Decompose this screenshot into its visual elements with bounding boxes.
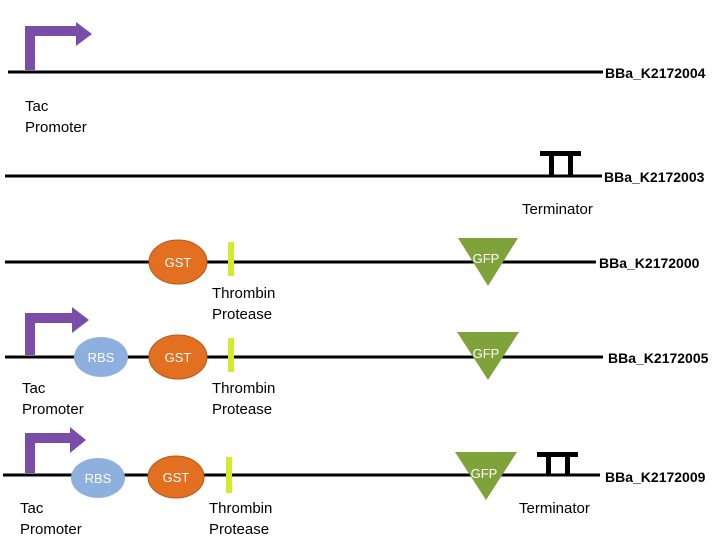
promoter-label-line1: Tac [22,380,46,397]
thrombin-site-icon [226,457,232,493]
gfp-label: GFP [471,466,498,481]
promoter-arrow-icon [25,313,72,355]
promoter-label-line2: Promoter [20,521,82,538]
gst-label: GST [163,470,190,485]
promoter-arrowhead-icon [76,22,92,46]
gfp-label: GFP [473,346,500,361]
promoter-label-line2: Promoter [22,401,84,418]
rbs-ellipse-icon [71,458,125,498]
thrombin-label-line2: Protease [212,401,272,418]
terminator-label: Terminator [519,500,590,517]
thrombin-site-icon [228,242,234,276]
gfp-label: GFP [473,251,500,266]
gfp-triangle-icon [457,332,519,380]
rbs-ellipse-icon [74,337,128,377]
construct-bba-k2172003: BBa_K2172003 Terminator [5,151,705,218]
construct-bba-k2172009: RBS GST Thrombin Protease GFP BBa_K21720… [3,427,706,538]
construct-id: BBa_K2172005 [608,350,709,366]
promoter-label-line2: Promoter [25,119,87,136]
promoter-arrowhead-icon [70,427,86,453]
thrombin-label-line2: Protease [209,521,269,538]
gst-ellipse-icon [148,239,208,285]
rbs-label: RBS [85,471,112,486]
gst-ellipse-icon [147,455,205,499]
gst-ellipse-icon [148,334,208,380]
construct-id: BBa_K2172000 [599,255,700,271]
promoter-label-line1: Tac [20,500,44,517]
promoter-arrowhead-icon [72,307,89,333]
rbs-label: RBS [88,350,115,365]
thrombin-label-line1: Thrombin [212,380,275,397]
promoter-arrow-icon [25,433,70,473]
construct-bba-k2172004: BBa_K2172004 Tac Promoter [8,22,706,136]
thrombin-label-line1: Thrombin [209,500,272,517]
promoter-arrow-icon [25,26,76,70]
terminator-label: Terminator [522,201,593,218]
terminator-icon [537,452,578,475]
gfp-triangle-icon [458,238,518,286]
thrombin-label-line1: Thrombin [212,285,275,302]
gst-label: GST [165,350,192,365]
thrombin-site-icon [228,338,234,372]
gfp-triangle-icon [455,452,517,500]
terminator-icon [540,151,581,176]
thrombin-label-line2: Protease [212,306,272,323]
construct-id: BBa_K2172004 [605,65,706,81]
gst-label: GST [165,255,192,270]
construct-bba-k2172005: RBS GST Thrombin Protease GFP BBa_K21720… [5,307,709,418]
construct-id: BBa_K2172003 [604,169,705,185]
promoter-label-line1: Tac [25,98,49,115]
construct-id: BBa_K2172009 [605,469,706,485]
construct-bba-k2172000: GST Thrombin Protease GFP BBa_K2172000 [5,238,700,323]
